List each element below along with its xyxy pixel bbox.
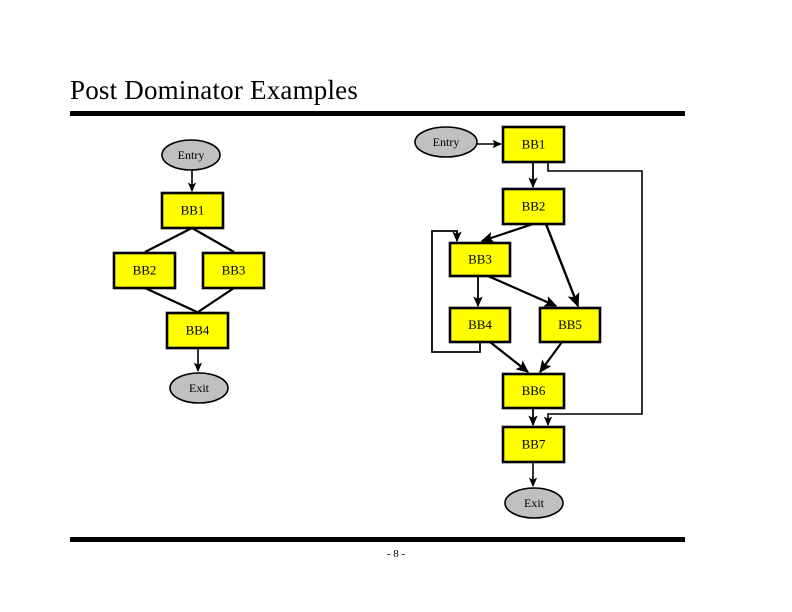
node-shape-rect [501,125,566,164]
edge-R-bb3-to-R-bb5 [487,274,558,308]
page-title: Post Dominator Examples [70,75,359,105]
edge-R-bb2-to-R-bb5 [544,223,580,308]
node-l-bb4[interactable]: BB4 [165,311,230,350]
footer-divider [70,537,685,542]
node-r-bb6[interactable]: BB6 [501,372,566,410]
edge-R-bb5-to-R-bb6 [539,341,563,374]
node-shape-rect [160,191,225,230]
node-label: Entry [433,135,460,149]
node-r-exit[interactable]: Exit [504,487,564,519]
node-r-bb7[interactable]: BB7 [501,425,566,464]
node-shape-ellipse [161,139,221,171]
node-label: BB6 [522,383,546,398]
node-label: Exit [524,496,545,510]
edge-L-bb1-to-L-bb2 [144,227,193,253]
node-shape-rect [448,306,512,344]
node-r-entry[interactable]: Entry [414,126,478,158]
node-label: BB1 [522,136,546,151]
node-shape-rect [165,311,230,350]
title-divider [70,111,685,116]
node-l-bb3[interactable]: BB3 [201,251,266,290]
node-shape-rect [501,372,566,410]
node-r-bb5[interactable]: BB5 [538,306,602,344]
node-label: BB1 [181,202,205,217]
node-label: Exit [189,381,210,395]
node-shape-rect [538,306,602,344]
node-label: BB7 [522,436,546,451]
node-label: BB3 [222,262,246,277]
edge-R-bb2-to-R-bb3 [480,222,534,243]
node-l-entry[interactable]: Entry [161,139,221,171]
node-shape-rect [112,251,177,290]
node-r-bb2[interactable]: BB2 [501,187,566,226]
node-r-bb4[interactable]: BB4 [448,306,512,344]
node-shape-rect [201,251,266,290]
node-shape-rect [448,241,512,278]
edge-L-bb2-to-L-bb4 [144,287,198,313]
node-label: BB3 [468,251,492,266]
edge-R-bb4-to-R-bb3 [431,230,481,353]
edge-R-bb4-to-R-bb6 [489,341,530,373]
node-l-exit[interactable]: Exit [169,372,229,404]
node-shape-ellipse [504,487,564,519]
node-label: BB4 [186,322,210,337]
page-number: - 8 - [386,548,406,560]
node-r-bb1[interactable]: BB1 [501,125,566,164]
node-shape-ellipse [169,372,229,404]
node-label: BB5 [558,317,582,332]
node-shape-rect [501,187,566,226]
node-r-bb3[interactable]: BB3 [448,241,512,278]
edge-R-bb1-to-R-bb7 [543,162,643,426]
node-label: BB4 [468,317,492,332]
node-shape-ellipse [414,126,478,158]
node-shape-rect [501,425,566,464]
node-label: Entry [178,148,205,162]
node-label: BB2 [522,198,546,213]
node-l-bb2[interactable]: BB2 [112,251,177,290]
edge-L-bb1-to-L-bb3 [191,227,235,253]
node-l-bb1[interactable]: BB1 [160,191,225,230]
edge-L-bb3-to-L-bb4 [197,287,235,313]
node-label: BB2 [133,262,157,277]
diagram-edges [144,139,643,487]
